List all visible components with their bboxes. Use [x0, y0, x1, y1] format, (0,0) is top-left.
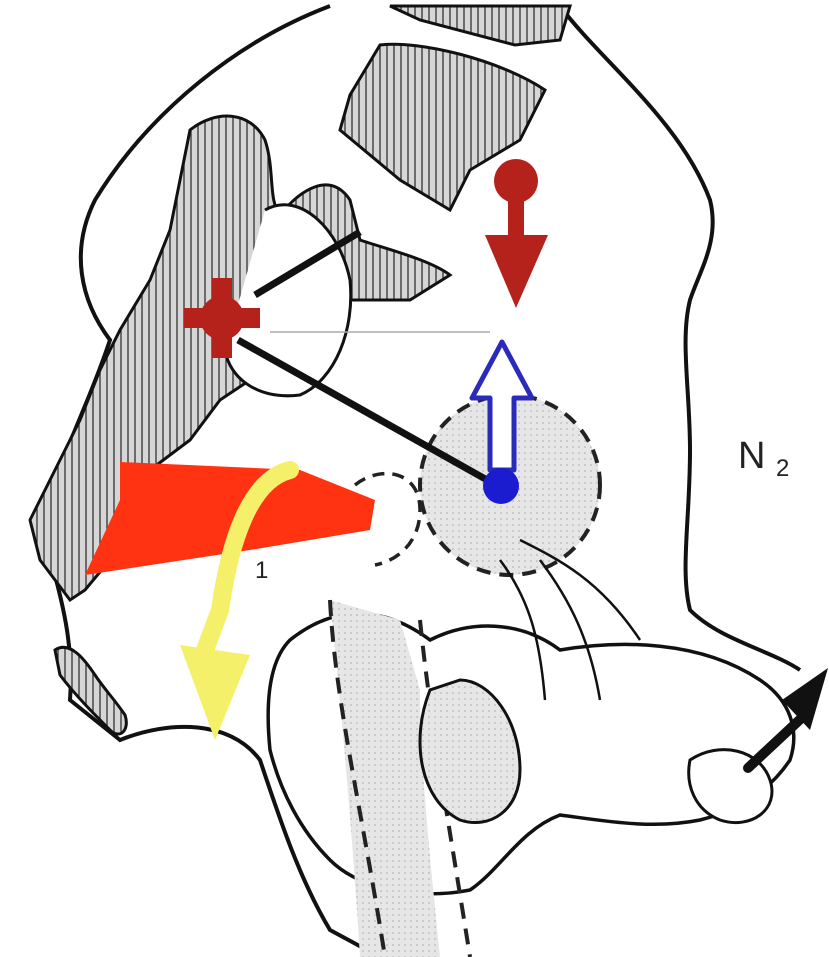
center-of-rotation-dot [483, 468, 519, 504]
region-label: N 2 [738, 435, 789, 482]
upper-vertebra [390, 6, 570, 45]
coccyx [55, 647, 126, 734]
back-outline [560, 6, 800, 670]
red-down-arrow-icon [485, 159, 548, 308]
region-label-main: N [738, 435, 765, 477]
region-label-subscript: 2 [776, 455, 789, 482]
marker-small: 1 [255, 557, 268, 584]
